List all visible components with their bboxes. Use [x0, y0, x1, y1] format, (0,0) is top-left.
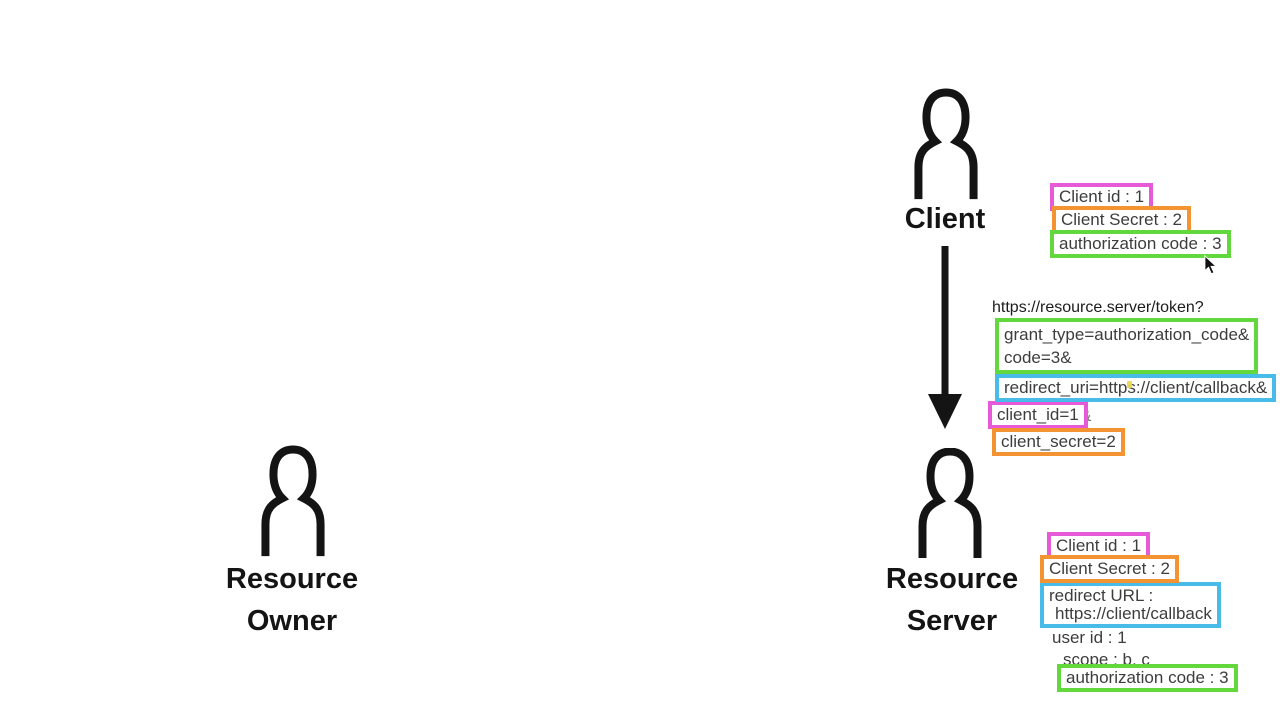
server-authorization-code-tag: authorization code : 3: [1057, 664, 1238, 692]
resource-owner-label-line2: Owner: [246, 605, 338, 637]
resource-server-label-line1: Resource: [885, 563, 1019, 595]
client-id-tag: Client id : 1: [1050, 183, 1154, 211]
redirect-uri-param-tag: redirect_uri=https://client/callback&: [995, 374, 1277, 402]
client-secret-tag: Client Secret : 2: [1052, 206, 1191, 234]
flow-arrow: [928, 246, 962, 429]
resource-server-person-icon: [918, 448, 982, 558]
highlight-artifact: [1127, 381, 1132, 388]
client-secret-param-tag: client_secret=2: [992, 428, 1125, 456]
server-redirect-url-line2: https://client/callback: [1055, 604, 1212, 623]
resource-owner-person-icon: [261, 445, 325, 557]
server-user-id-text: user id : 1: [1052, 628, 1127, 647]
resource-owner-label: Resource Owner: [226, 558, 358, 642]
resource-owner-label-line1: Resource: [225, 563, 359, 595]
grant-type-param-tag: grant_type=authorization_code& code=3&: [995, 318, 1259, 374]
resource-server-label-line2: Server: [906, 605, 998, 637]
mouse-cursor-icon: [1204, 255, 1218, 275]
server-redirect-url-tag: redirect URL : https://client/callback: [1040, 582, 1221, 628]
token-url: https://resource.server/token?: [992, 299, 1204, 316]
server-client-secret-tag: Client Secret : 2: [1040, 555, 1179, 583]
code-line: code=3&: [1004, 348, 1072, 367]
authorization-code-tag: authorization code : 3: [1050, 230, 1231, 258]
grant-type-line: grant_type=authorization_code&: [1004, 325, 1250, 344]
resource-server-label: Resource Server: [886, 558, 1018, 642]
client-person-icon: [914, 88, 978, 200]
client-label: Client: [904, 203, 986, 235]
server-redirect-url-line1: redirect URL :: [1049, 586, 1154, 605]
client-id-param-tag: client_id=1: [988, 401, 1088, 429]
